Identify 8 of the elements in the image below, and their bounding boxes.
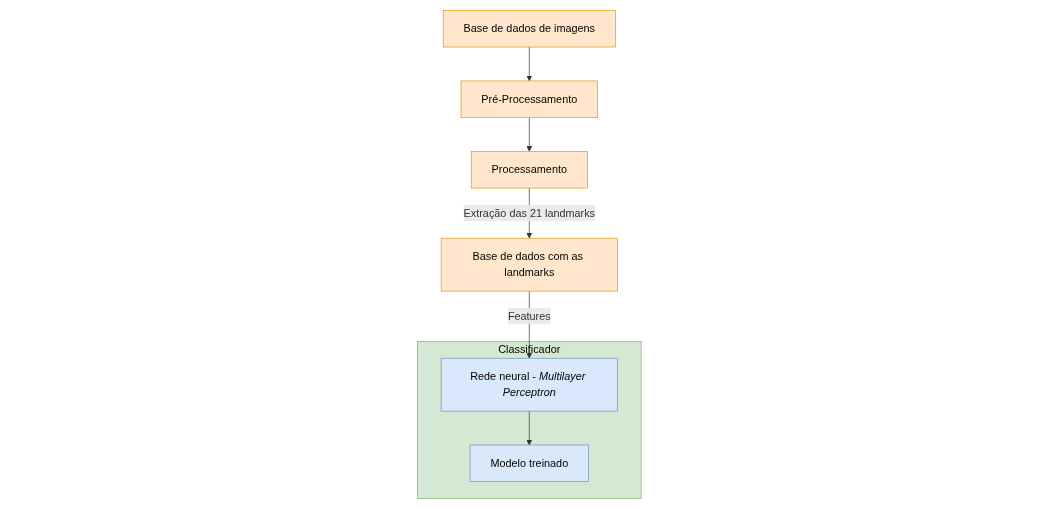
edge-label: Extração das 21 landmarks [463, 207, 596, 219]
node-box: Base de dados com as landmarks [441, 237, 618, 292]
edge-label: Features [508, 310, 551, 322]
node-box: Base de dados de imagens [443, 10, 616, 48]
node-box: Processamento [471, 151, 588, 189]
node-box: Pré-Processamento [460, 80, 599, 118]
node-box: Rede neural - Multilayer Perceptron [441, 357, 618, 412]
node-box: Modelo treinado [469, 444, 590, 482]
